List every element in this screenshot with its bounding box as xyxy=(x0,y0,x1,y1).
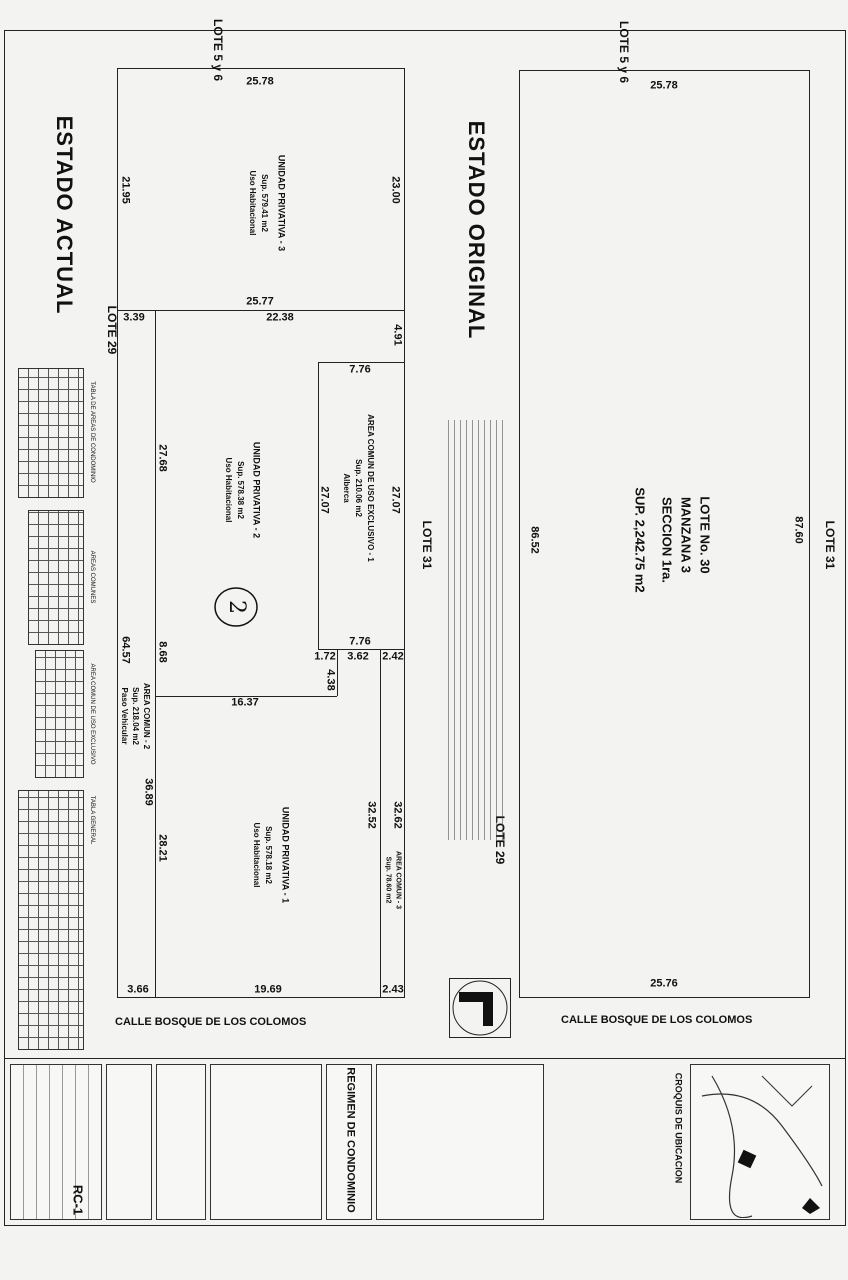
tb-cell-blank xyxy=(376,1064,544,1220)
tb-cell-3 xyxy=(210,1064,322,1220)
dim-d9: 27.07 xyxy=(389,486,402,514)
line-access-left xyxy=(155,310,156,998)
actual-lote-31-label: LOTE 31 xyxy=(420,520,434,570)
original-lote-31-label: LOTE 31 xyxy=(823,520,837,570)
dim-d21: 28.21 xyxy=(156,834,169,862)
dim-d7: 4.91 xyxy=(391,324,404,346)
original-lote-5y6-label: LOTE 5 y 6 xyxy=(617,20,631,84)
dim-d15: 3.62 xyxy=(347,650,369,663)
up3-name: UNIDAD PRIVATIVA - 3 xyxy=(276,154,287,252)
up2-use: Uso Habitacional xyxy=(224,457,233,523)
north-arrow-icon xyxy=(452,980,508,1036)
up2-name: UNIDAD PRIVATIVA - 2 xyxy=(251,441,262,539)
line-ac3-left xyxy=(380,650,381,998)
up1-area: Sup. 578.18 m2 xyxy=(264,826,273,884)
dim-d6: 22.38 xyxy=(266,311,294,324)
table-general xyxy=(18,790,84,1050)
original-title: ESTADO ORIGINAL xyxy=(464,120,489,340)
handwritten-circle-icon xyxy=(214,587,258,627)
regimen-title: REGIMEN DE CONDOMINIO xyxy=(344,1067,357,1213)
line-up2-step xyxy=(337,650,338,696)
original-dim-left: 86.52 xyxy=(528,526,541,554)
dim-d12: 7.76 xyxy=(349,635,371,648)
tb-cell-stamps xyxy=(10,1064,102,1220)
up1-use: Uso Habitacional xyxy=(252,822,261,888)
actual-lote-5y6-label: LOTE 5 y 6 xyxy=(211,18,225,82)
dim-d19: 16.37 xyxy=(231,696,259,709)
dim-d8: 7.76 xyxy=(349,363,371,376)
tb-cell-croquis xyxy=(690,1064,830,1220)
ac2-use: Paso Vehicular xyxy=(120,687,129,745)
ac3-area: Sup. 78.60 m2 xyxy=(384,856,392,904)
original-legal-text xyxy=(448,420,508,840)
original-lot-line4: SUP. 2,242.75 m2 xyxy=(632,487,648,593)
ac1-use: Alberca xyxy=(342,473,351,503)
ac2-name: AREA COMUN - 2 xyxy=(142,682,151,750)
handwritten-number: 2 xyxy=(224,600,249,614)
line-up2-bottom xyxy=(155,696,337,697)
table-areas-comunes xyxy=(28,510,84,645)
dim-d17: 4.38 xyxy=(324,669,337,691)
original-dim-bottom: 25.76 xyxy=(650,977,678,990)
dim-d26: 2.43 xyxy=(382,983,404,996)
dim-d23: 32.62 xyxy=(391,801,404,829)
ac1-name: AREA COMUN DE USO EXCLUSIVO - 1 xyxy=(366,414,375,562)
dim-d2: 21.95 xyxy=(119,176,132,204)
original-dim-right: 87.60 xyxy=(792,516,805,544)
tb-cell-2 xyxy=(156,1064,206,1220)
tb-cell-1 xyxy=(106,1064,152,1220)
original-lot-line3: SECCION 1ra. xyxy=(659,497,675,583)
dim-d22: 32.52 xyxy=(365,801,378,829)
table-areas-condominio xyxy=(18,368,84,498)
dim-d14: 1.72 xyxy=(314,650,336,663)
dim-d11: 27.68 xyxy=(156,444,169,472)
dim-d10: 27.07 xyxy=(318,486,331,514)
tb-cell-regimen xyxy=(326,1064,372,1220)
sheet-number: RC-1 xyxy=(70,1184,86,1216)
dim-d25: 19.69 xyxy=(254,983,282,996)
up3-area: Sup. 579.41 m2 xyxy=(260,174,269,232)
dim-d24: 3.66 xyxy=(127,983,149,996)
croquis-title: CROQUIS DE UBICACION xyxy=(673,1072,684,1184)
up2-area: Sup. 578.38 m2 xyxy=(236,461,245,519)
north-arrow-box xyxy=(449,978,511,1038)
table-area-exclusivo xyxy=(35,650,84,778)
original-dim-top: 25.78 xyxy=(650,79,678,92)
street-label-original: CALLE BOSQUE DE LOS COLOMOS xyxy=(561,1014,753,1026)
dim-d3: 23.00 xyxy=(389,176,402,204)
original-lot-line1: LOTE No. 30 xyxy=(697,496,713,574)
pool-area-outline xyxy=(318,362,405,650)
dim-d16: 2.42 xyxy=(382,650,404,663)
table2-title: AREAS COMUNES xyxy=(89,550,95,604)
up3-use: Uso Habitacional xyxy=(248,170,257,236)
street-label-actual: CALLE BOSQUE DE LOS COLOMOS xyxy=(115,1016,307,1028)
table1-title: TABLA DE AREAS DE CONDOMINIO xyxy=(89,381,95,483)
table3-title: AREA COMUN DE USO EXCLUSIVO xyxy=(89,663,95,765)
actual-lote-29-label: LOTE 29 xyxy=(105,305,119,355)
line-up3-bottom xyxy=(117,310,405,311)
outer-frame xyxy=(4,30,846,1226)
titleblock-divider xyxy=(4,1058,846,1059)
original-lot-outline xyxy=(519,70,810,998)
location-map-icon xyxy=(701,1075,823,1218)
up1-name: UNIDAD PRIVATIVA - 1 xyxy=(280,806,291,904)
ac1-area: Sup. 210.06 m2 xyxy=(354,459,363,517)
dim-d1: 25.78 xyxy=(246,75,274,88)
actual-title: ESTADO ACTUAL xyxy=(52,115,77,315)
dim-d4: 25.77 xyxy=(246,295,274,308)
ac2-area: Sup. 218.04 m2 xyxy=(131,687,140,745)
dim-d18: 64.57 xyxy=(119,636,132,664)
ac3-name: AREA COMUN - 3 xyxy=(394,850,402,910)
table4-title: TABLA GENERAL xyxy=(89,795,95,845)
dim-d5: 3.39 xyxy=(123,311,145,324)
original-lot-line2: MANZANA 3 xyxy=(678,496,694,574)
dim-d20: 36.89 xyxy=(142,778,155,806)
dim-d13: 8.68 xyxy=(156,641,169,663)
